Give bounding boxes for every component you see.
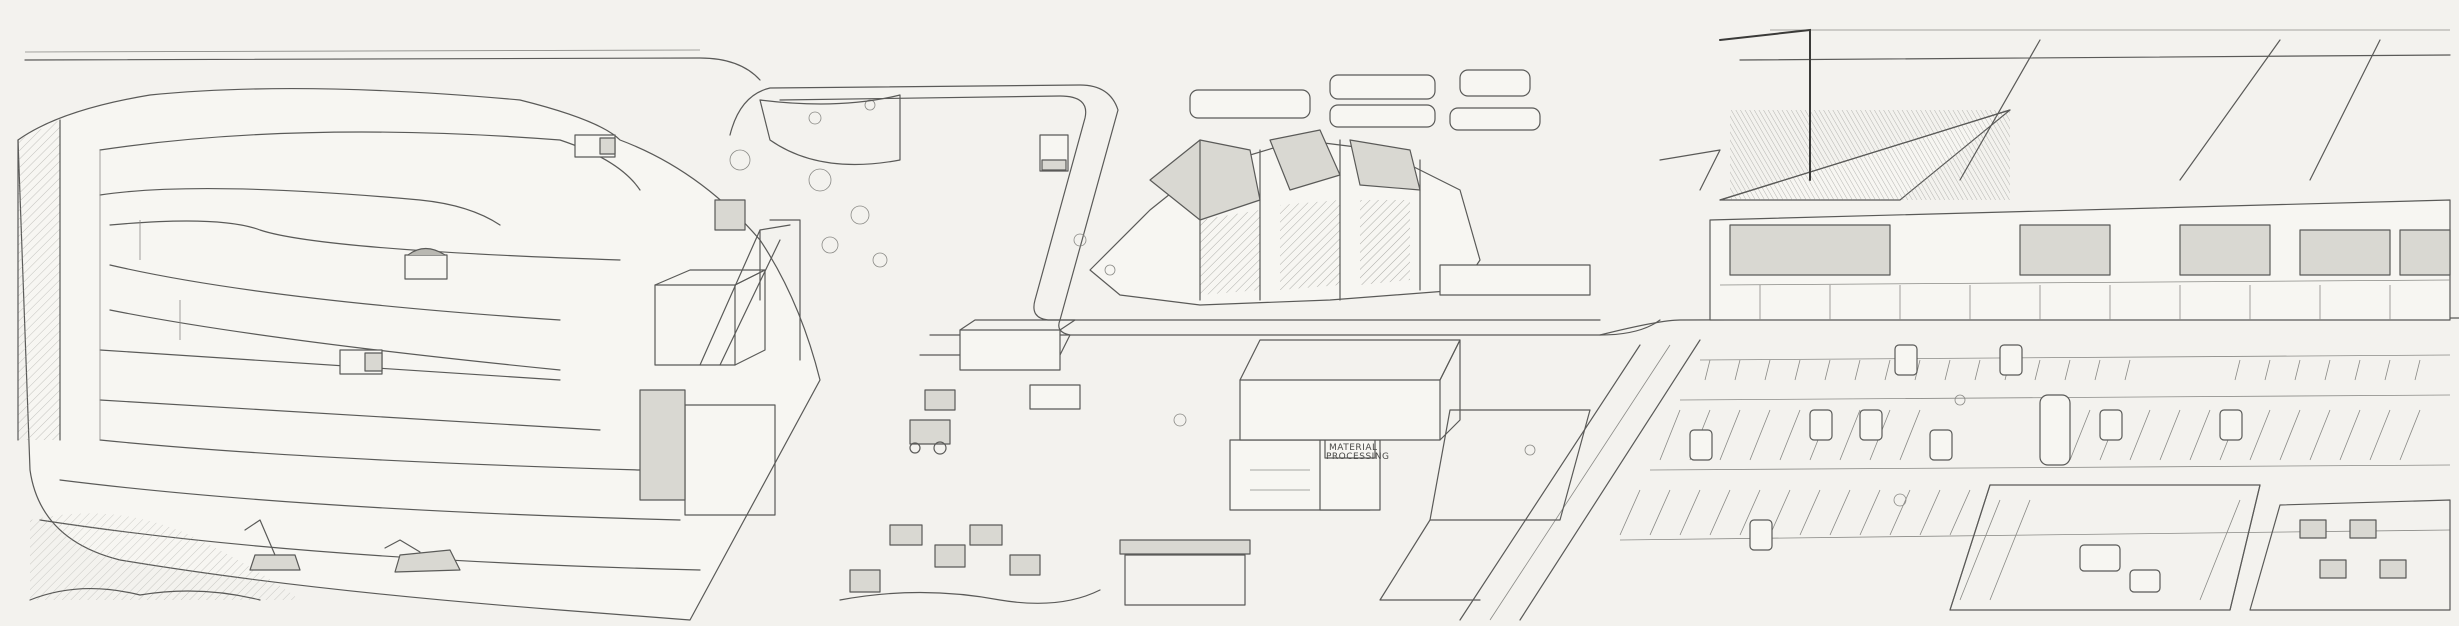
parked-cars	[1689, 344, 2243, 551]
material-processing-building: MATERIAL PROCESSING	[1229, 339, 1461, 511]
truck-1	[574, 134, 616, 158]
parking-lot	[1619, 344, 2451, 611]
canopy-frame	[1949, 484, 2261, 611]
covered-shed	[1119, 539, 1251, 606]
excavator-1	[244, 519, 301, 571]
shop-sign-line2: PROCESSING	[1326, 452, 1390, 462]
tree-cluster	[729, 99, 888, 268]
truck-3	[339, 349, 383, 375]
pallet-yard	[839, 524, 1101, 604]
shop-sign-line1: MATERIAL	[1329, 443, 1378, 453]
excavator-2	[384, 539, 461, 573]
market-stalls	[2249, 499, 2451, 611]
scattered-trees	[1073, 233, 1966, 507]
quarry-pit	[17, 49, 888, 621]
tractors	[909, 384, 1081, 455]
road-truck	[1039, 134, 1069, 172]
processing-plant	[654, 199, 801, 366]
shopping-mall	[1659, 28, 2451, 321]
garden-plot	[1379, 409, 1591, 601]
timber-pavilion	[1089, 129, 1481, 306]
site-office	[959, 319, 1076, 371]
truck-2	[404, 247, 448, 280]
screen-panel	[639, 389, 776, 516]
parking-stripes	[1619, 359, 2421, 536]
grass-plot	[759, 94, 901, 166]
planter-boxes	[1189, 69, 1591, 296]
